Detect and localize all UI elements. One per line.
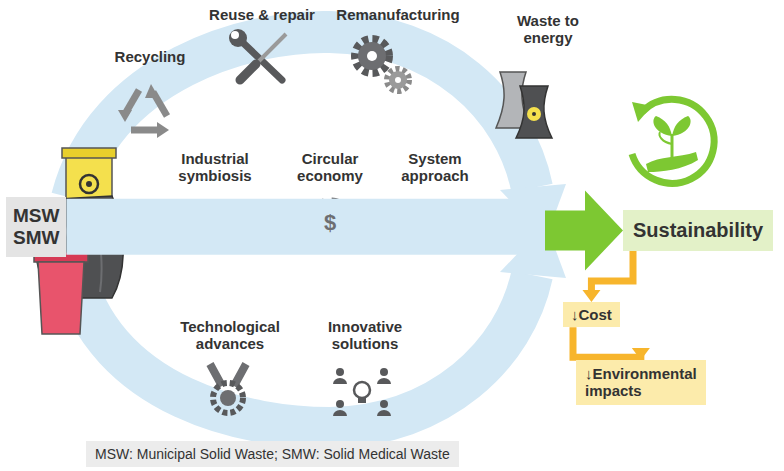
strategy-label: Industrial symbiosis (169, 150, 261, 185)
recycling-icon (118, 84, 169, 138)
strategy-label: Circular economy (288, 150, 372, 185)
strategy-label: Remanufacturing (323, 6, 473, 23)
flow-arrow (66, 191, 623, 271)
strategy-label: Waste to energy (512, 12, 584, 47)
medal-icon (210, 364, 246, 413)
strategy-label: Recycling (100, 48, 200, 65)
icon-symbol: $ (318, 210, 342, 235)
strategy-label: Reuse & repair (197, 6, 327, 23)
outcome-line (591, 251, 633, 291)
legend-box: MSW: Municipal Solid Waste; SMW: Solid M… (86, 441, 459, 467)
strategy-label: System approach (393, 150, 477, 185)
sustainability-icon (632, 99, 714, 183)
node-text: MSW: Municipal Solid Waste; SMW: Solid M… (95, 446, 450, 462)
node-text: ↓Environmental impacts (585, 365, 697, 400)
node-text: MSW SMW (13, 205, 59, 249)
arrow-head (582, 290, 600, 302)
outcome-box: ↓Cost (563, 302, 620, 327)
arrow-head (545, 191, 623, 271)
flow-band (72, 268, 532, 428)
gears-icon (355, 39, 409, 91)
arrow-head (632, 348, 650, 360)
outcome-arrow (573, 327, 650, 360)
outcome-arrow (582, 251, 633, 302)
flow-band (66, 199, 547, 255)
strategy-label: Innovative solutions (315, 318, 415, 353)
strategy-label: Technological advances (174, 318, 286, 353)
ideas-icon (333, 368, 391, 416)
outcome-line (573, 327, 641, 357)
source-box: MSW SMW (6, 197, 66, 257)
node-text: Sustainability (633, 219, 763, 242)
node-text: ↓Cost (571, 306, 612, 323)
flow-band (72, 32, 532, 198)
outcome-box: ↓Environmental impacts (576, 360, 706, 405)
towers-icon (496, 72, 552, 138)
goal-box: Sustainability (623, 210, 773, 251)
tools-icon (229, 29, 286, 80)
